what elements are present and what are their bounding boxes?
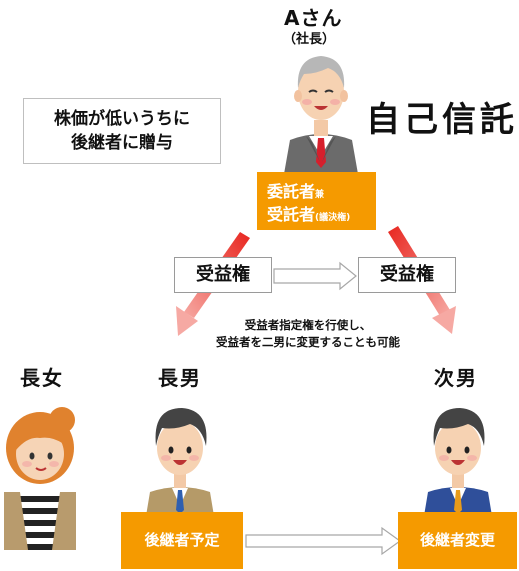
beneficiary-box-left: 受益権 <box>174 257 272 293</box>
voting-rights-label: (議決権) <box>315 213 351 223</box>
page-title: 自己信託 <box>366 100 518 140</box>
explanation-line-1: 受益者指定権を行使し、 <box>244 318 372 332</box>
daughter-avatar-icon <box>4 407 76 550</box>
eldest-son-label: 長男 <box>158 366 202 390</box>
top-person-name: Aさん <box>284 6 343 30</box>
successor-planned-label: 後継者予定 <box>144 531 220 549</box>
explanation-line-2: 受益者を二男に変更することも可能 <box>216 335 400 349</box>
second-son-label: 次男 <box>434 366 478 390</box>
explanation-note: 受益者指定権を行使し、 受益者を二男に変更することも可能 <box>178 317 438 351</box>
top-person-role: （社長） <box>283 32 336 47</box>
successor-changed-label: 後継者変更 <box>419 531 495 549</box>
gray-arrow-middle-icon <box>273 261 357 291</box>
successor-changed-box: 後継者変更 <box>398 512 517 569</box>
successor-planned-box: 後継者予定 <box>121 512 243 569</box>
trustee-label: 受託者 <box>267 205 316 224</box>
daughter-label: 長女 <box>20 366 64 390</box>
note-line-2: 後継者に贈与 <box>71 133 173 153</box>
president-avatar-icon <box>284 56 358 174</box>
eldest-son-avatar-icon <box>146 408 214 516</box>
trustor-and-label: 兼 <box>315 190 325 200</box>
trustor-label: 委託者 <box>267 182 316 201</box>
gray-arrow-bottom-icon <box>245 526 402 556</box>
trustor-trustee-box: 委託者兼 受託者(議決権) <box>257 172 376 230</box>
beneficiary-box-right: 受益権 <box>358 257 456 293</box>
note-box: 株価が低いうちに 後継者に贈与 <box>23 98 221 164</box>
second-son-avatar-icon <box>424 408 492 516</box>
note-line-1: 株価が低いうちに <box>54 109 190 129</box>
